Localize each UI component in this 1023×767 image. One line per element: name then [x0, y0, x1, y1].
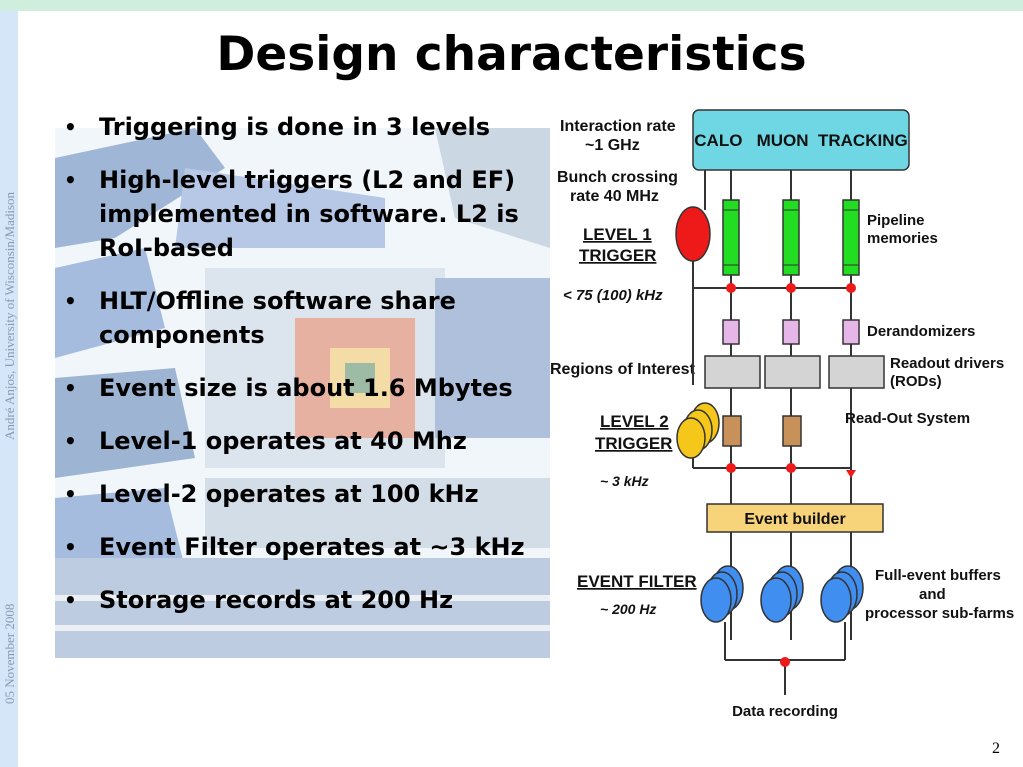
level1-label: LEVEL 1 [583, 225, 652, 244]
detector-label: CALO MUON TRACKING [694, 131, 907, 150]
event-builder-box [706, 503, 884, 533]
level2-buffers [722, 415, 802, 447]
event-builder-label: Event builder [744, 511, 845, 528]
author-affiliation: André Anjos, University of Wisconsin/Mad… [2, 191, 17, 440]
bullet-dot-icon: • [64, 588, 77, 612]
level2-trigger-label: TRIGGER [595, 434, 672, 453]
bullet-item: •Level-2 operates at 100 kHz [64, 477, 554, 511]
pipeline-memories-label: Pipeline [867, 212, 925, 229]
top-accent-bar [0, 0, 1023, 11]
readout-system-label: Read-Out System [845, 410, 970, 427]
derandomizers [722, 319, 860, 345]
trigger-architecture-diagram: Interaction rate ~1 GHz Bunch crossing r… [550, 109, 1014, 720]
level2-trigger-icon [676, 402, 720, 459]
bullet-dot-icon: • [64, 535, 77, 559]
detector-background-image [55, 128, 550, 658]
level2-label: LEVEL 2 [600, 412, 669, 431]
bunch-crossing-value: rate 40 MHz [570, 188, 659, 205]
pipeline-memories [722, 199, 860, 276]
data-recording-label: Data recording [732, 703, 838, 720]
bullet-dot-icon: • [64, 115, 77, 139]
bullet-item: •Event size is about 1.6 Mbytes [64, 371, 554, 405]
event-filter-label: EVENT FILTER [577, 572, 697, 591]
left-accent-bar [0, 11, 18, 767]
bullet-dot-icon: • [64, 376, 77, 400]
interaction-rate-value: ~1 GHz [585, 137, 640, 154]
derandomizers-label: Derandomizers [867, 323, 975, 340]
slide-title: Design characteristics [216, 27, 807, 82]
bullet-list: •Triggering is done in 3 levels •High-le… [64, 110, 554, 617]
page-number: 2 [992, 740, 1000, 757]
bunch-crossing-label: Bunch crossing [557, 169, 678, 186]
bullet-item: •HLT/Offline software share components [64, 284, 554, 352]
pipeline-memories-label-2: memories [867, 230, 938, 247]
level1-trigger-label: TRIGGER [579, 246, 656, 265]
bullet-dot-icon: • [64, 289, 77, 313]
processor-sub-farms-label: processor sub-farms [865, 605, 1014, 622]
regions-of-interest-label: Regions of Interest [550, 361, 696, 378]
event-filter-rate: ~ 200 Hz [600, 601, 656, 617]
bullet-dot-icon: • [64, 168, 77, 192]
interaction-rate-label: Interaction rate [560, 118, 676, 135]
bullet-item: •Event Filter operates at ~3 kHz [64, 530, 554, 564]
event-filter-farms [700, 565, 864, 623]
bullet-item: •Storage records at 200 Hz [64, 583, 554, 617]
bullet-dot-icon: • [64, 482, 77, 506]
full-event-buffers-label: Full-event buffers [875, 567, 1001, 584]
readout-drivers [704, 355, 885, 389]
bullet-item: •High-level triggers (L2 and EF) impleme… [64, 163, 554, 265]
level1-trigger-icon [675, 206, 711, 262]
level2-rate: ~ 3 kHz [600, 473, 649, 489]
presentation-date: 05 November 2008 [2, 603, 17, 704]
bullet-dot-icon: • [64, 429, 77, 453]
level1-rate: < 75 (100) kHz [563, 287, 663, 304]
full-event-buffers-and: and [919, 586, 946, 603]
detector-box [692, 109, 910, 171]
bullet-item: •Triggering is done in 3 levels [64, 110, 554, 144]
readout-drivers-label: Readout drivers [890, 355, 1004, 372]
readout-drivers-label-2: (RODs) [890, 373, 942, 390]
bullet-item: •Level-1 operates at 40 Mhz [64, 424, 554, 458]
